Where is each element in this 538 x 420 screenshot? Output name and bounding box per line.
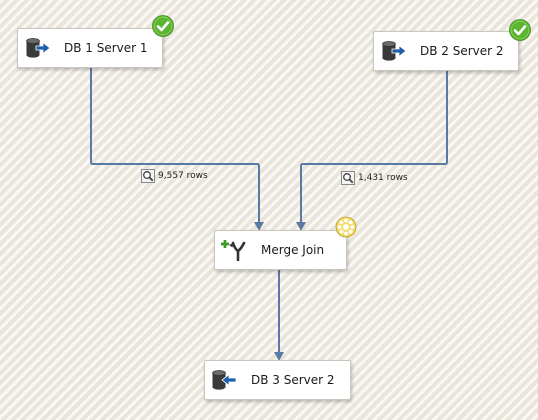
database-source-icon <box>382 41 407 61</box>
merge-join-icon <box>221 240 246 261</box>
path-source1-to-merge[interactable] <box>90 68 260 223</box>
row-count-right-text: 1,431 rows <box>358 173 408 183</box>
data-viewer-icon[interactable] <box>141 169 155 183</box>
database-destination-icon <box>212 370 237 390</box>
destination-node-db3[interactable]: DB 3 Server 2 <box>204 360 351 400</box>
arrowhead-left-icon <box>254 222 264 231</box>
source-node-db2[interactable]: DB 2 Server 2 <box>373 31 519 71</box>
executing-gear-icon <box>335 216 357 238</box>
data-viewer-icon[interactable] <box>341 171 355 185</box>
success-check-icon <box>152 15 174 37</box>
arrowhead-bottom-icon <box>274 352 284 361</box>
row-count-right[interactable]: 1,431 rows <box>341 171 408 185</box>
node-label: Merge Join <box>261 243 325 257</box>
transform-node-merge-join[interactable]: Merge Join <box>214 230 347 270</box>
path-source2-to-merge[interactable] <box>300 71 448 223</box>
node-label: DB 3 Server 2 <box>251 373 335 387</box>
node-label: DB 2 Server 2 <box>420 44 504 58</box>
database-source-icon <box>26 38 51 58</box>
source-node-db1[interactable]: DB 1 Server 1 <box>17 28 163 68</box>
success-check-icon <box>509 19 531 41</box>
row-count-left-text: 9,557 rows <box>158 171 208 181</box>
node-label: DB 1 Server 1 <box>64 41 148 55</box>
row-count-left[interactable]: 9,557 rows <box>141 169 208 183</box>
arrowhead-right-icon <box>296 222 306 231</box>
